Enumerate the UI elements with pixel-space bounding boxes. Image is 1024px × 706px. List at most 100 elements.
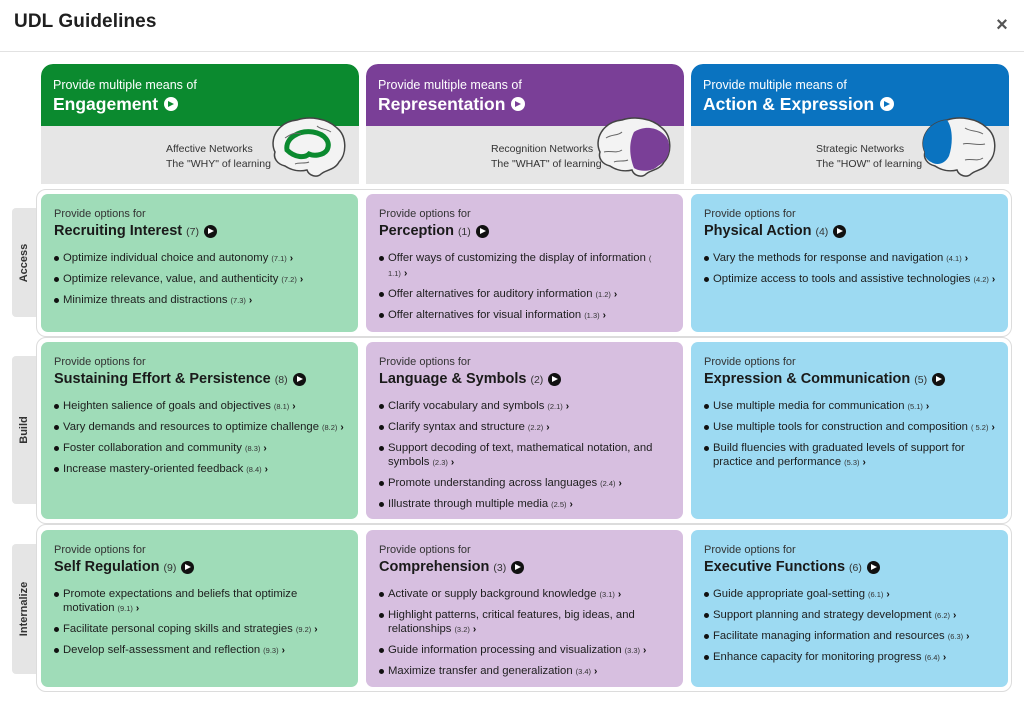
column-header-engagement: Provide multiple means of Engagement Aff… — [41, 64, 359, 184]
checkpoint-text: Guide appropriate goal-setting — [713, 588, 865, 600]
chevron-right-icon: › — [292, 401, 296, 412]
checkpoint-code: (5.3) — [844, 458, 860, 467]
checkpoint-text: Foster collaboration and community — [63, 442, 242, 454]
close-button[interactable]: × — [996, 14, 1008, 36]
chevron-right-icon: › — [299, 274, 304, 285]
checkpoint-item[interactable]: Offer alternatives for auditory informat… — [379, 287, 671, 302]
chevron-right-icon: › — [966, 631, 970, 642]
chevron-right-icon: › — [565, 401, 570, 412]
principle-link[interactable]: Engagement — [53, 93, 359, 115]
checkpoint-item[interactable]: Guide information processing and visuali… — [379, 643, 671, 658]
checkpoint-text: Increase mastery-oriented feedback — [63, 463, 244, 475]
checkpoint-text: Activate or supply background knowledge — [388, 588, 597, 600]
checkpoint-code: (1.3) — [584, 311, 600, 320]
checkpoint-item[interactable]: Increase mastery-oriented feedback(8.4)› — [54, 462, 346, 477]
modal-header: UDL Guidelines × — [0, 0, 1024, 52]
card-title-link[interactable]: Physical Action(4) — [704, 222, 996, 241]
checkpoint-item[interactable]: Facilitate managing information and reso… — [704, 629, 996, 644]
checkpoint-item[interactable]: Develop self-assessment and reflection(9… — [54, 643, 346, 658]
checkpoint-text: Develop self-assessment and reflection — [63, 644, 261, 656]
checkpoint-item[interactable]: Highlight patterns, critical features, b… — [379, 608, 671, 637]
checkpoint-item[interactable]: Offer ways of customizing the display of… — [379, 251, 671, 281]
checkpoint-text: Use multiple media for communication — [713, 400, 905, 412]
checkpoint-item[interactable]: Optimize relevance, value, and authentic… — [54, 272, 346, 287]
card-title-link[interactable]: Expression & Communication(5) — [704, 370, 996, 389]
checkpoint-text: Use multiple tools for construction and … — [713, 421, 968, 433]
chevron-right-icon: › — [594, 666, 598, 677]
network-why: The "HOW" of learning — [816, 158, 923, 170]
network-why: The "WHAT" of learning — [491, 158, 602, 170]
checkpoint-code: (8.3) — [244, 444, 261, 453]
checkpoint-code: (8.1) — [273, 402, 290, 411]
principle-band[interactable]: Provide multiple means of Action & Expre… — [691, 64, 1009, 126]
principle-band[interactable]: Provide multiple means of Engagement — [41, 64, 359, 126]
chevron-right-icon: › — [450, 457, 455, 468]
checkpoint-code: (9.3) — [263, 646, 279, 655]
checkpoint-item[interactable]: Optimize access to tools and assistive t… — [704, 272, 996, 287]
checkpoint-item[interactable]: Clarify vocabulary and symbols(2.1)› — [379, 399, 671, 414]
card-title-link[interactable]: Comprehension(3) — [379, 558, 671, 577]
checkpoint-item[interactable]: Foster collaboration and community(8.3)› — [54, 441, 346, 456]
principle-pre: Provide multiple means of — [53, 78, 197, 92]
checkpoint-item[interactable]: Illustrate through multiple media(2.5)› — [379, 497, 671, 512]
row-tab-internalize: Internalize — [12, 544, 36, 674]
checkpoint-code: (8.2) — [322, 423, 338, 432]
card-title-link[interactable]: Sustaining Effort & Persistence(8) — [54, 370, 346, 389]
checkpoint-item[interactable]: Vary the methods for response and naviga… — [704, 251, 996, 266]
network-name: Strategic Networks — [816, 143, 905, 155]
checkpoint-item[interactable]: Heighten salience of goals and objective… — [54, 399, 346, 414]
checkpoint-item[interactable]: Support planning and strategy developmen… — [704, 608, 996, 623]
arrow-right-icon — [932, 373, 946, 386]
checkpoint-item[interactable]: Clarify syntax and structure(2.2)› — [379, 420, 671, 435]
checkpoint-item[interactable]: Support decoding of text, mathematical n… — [379, 441, 671, 470]
checkpoint-text: Clarify vocabulary and symbols — [388, 400, 545, 412]
chevron-right-icon: › — [618, 478, 622, 489]
card-title-link[interactable]: Recruiting Interest(7) — [54, 222, 346, 241]
checkpoint-code: (3.2) — [454, 625, 470, 634]
card-title-link[interactable]: Self Regulation(9) — [54, 558, 346, 577]
checkpoint-item[interactable]: Enhance capacity for monitoring progress… — [704, 650, 996, 665]
checkpoint-item[interactable]: Maximize transfer and generalization(3.4… — [379, 664, 671, 679]
checkpoint-text: Support decoding of text, mathematical n… — [388, 442, 653, 468]
network-name: Recognition Networks — [491, 143, 594, 155]
checkpoint-item[interactable]: Vary demands and resources to optimize c… — [54, 420, 346, 435]
arrow-right-icon — [511, 561, 525, 574]
card-title: Executive Functions — [704, 559, 846, 575]
card-title: Recruiting Interest — [54, 223, 183, 239]
chevron-right-icon: › — [248, 295, 253, 306]
checkpoint-item[interactable]: Build fluencies with graduated levels of… — [704, 441, 996, 470]
checkpoint-text: Promote understanding across languages — [388, 477, 598, 489]
checkpoint-item[interactable]: Minimize threats and distractions(7.3)› — [54, 293, 346, 308]
checkpoint-text: Offer ways of customizing the display of… — [388, 252, 646, 264]
chevron-right-icon: › — [263, 443, 267, 454]
network-label: Recognition Networks The "WHAT" of learn… — [491, 142, 602, 172]
checkpoint-code: ( 5.2) — [970, 423, 989, 432]
checkpoint-code: (1.2) — [595, 290, 611, 299]
checkpoint-list: Promote expectations and beliefs that op… — [54, 587, 346, 658]
card-title-link[interactable]: Language & Symbols(2) — [379, 370, 671, 389]
card-executive-functions: Provide options for Executive Functions(… — [691, 530, 1008, 687]
principle-link[interactable]: Action & Expression — [703, 93, 1009, 115]
checkpoint-item[interactable]: Offer alternatives for visual informatio… — [379, 308, 671, 323]
checkpoint-item[interactable]: Optimize individual choice and autonomy(… — [54, 251, 346, 266]
checkpoint-item[interactable]: Promote expectations and beliefs that op… — [54, 587, 346, 616]
arrow-right-icon — [548, 373, 562, 386]
checkpoint-item[interactable]: Promote understanding across languages(2… — [379, 476, 671, 491]
checkpoint-text: Optimize individual choice and autonomy — [63, 252, 269, 264]
checkpoint-list: Use multiple media for communication(5.1… — [704, 399, 996, 470]
checkpoint-item[interactable]: Use multiple media for communication(5.1… — [704, 399, 996, 414]
principle-link[interactable]: Representation — [378, 93, 684, 115]
card-title-link[interactable]: Executive Functions(6) — [704, 558, 996, 577]
checkpoint-item[interactable]: Facilitate personal coping skills and st… — [54, 622, 346, 637]
principle-band[interactable]: Provide multiple means of Representation — [366, 64, 684, 126]
checkpoint-item[interactable]: Activate or supply background knowledge(… — [379, 587, 671, 602]
card-title: Sustaining Effort & Persistence — [54, 371, 271, 387]
row-frame-internalize — [36, 524, 1012, 692]
chevron-right-icon: › — [643, 645, 647, 656]
chevron-right-icon: › — [613, 289, 618, 300]
checkpoint-item[interactable]: Guide appropriate goal-setting(6.1)› — [704, 587, 996, 602]
card-title-link[interactable]: Perception(1) — [379, 222, 671, 241]
card-physical-action: Provide options for Physical Action(4) V… — [691, 194, 1008, 332]
checkpoint-item[interactable]: Use multiple tools for construction and … — [704, 420, 996, 435]
card-number: (3) — [493, 561, 507, 574]
